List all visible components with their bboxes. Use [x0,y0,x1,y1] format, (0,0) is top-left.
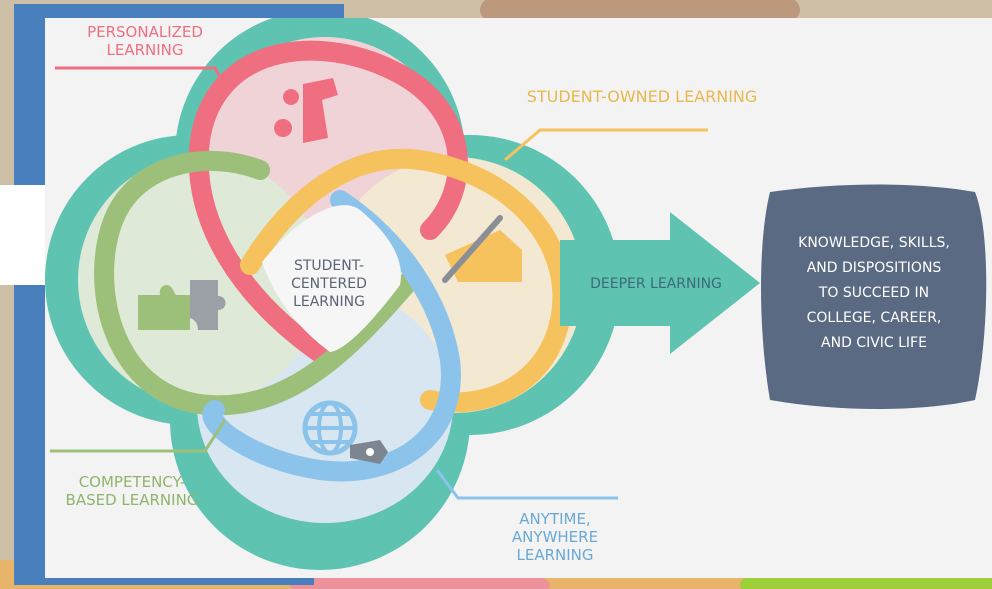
label-personalized-1: PERSONALIZED [87,23,203,41]
loop-anytime [202,190,461,482]
leader-line-competency [50,419,227,453]
outcome-text-5: AND CIVIC LIFE [821,335,927,351]
label-personalized-2: LEARNING [106,41,183,59]
label-center-2: CENTERED [291,276,367,292]
outcome-box [761,184,987,409]
outcome-text-3: TO SUCCEED IN [818,285,929,301]
label-competency-2: BASED LEARNING [66,491,199,509]
outcome-text-1: KNOWLEDGE, SKILLS, [798,235,950,251]
hand-pen-icon [442,215,522,283]
label-deeper: DEEPER LEARNING [590,276,722,292]
outcome-text-2: AND DISPOSITIONS [807,260,942,276]
label-center-3: LEARNING [293,294,365,310]
loop-student-owned [240,148,573,413]
outcome-text-4: COLLEGE, CAREER, [807,310,942,326]
label-competency-1: COMPETENCY- [79,473,186,491]
label-student-owned: STUDENT-OWNED LEARNING [527,87,758,106]
label-center-1: STUDENT- [294,258,364,274]
label-anytime-3: LEARNING [516,546,593,564]
label-anytime-1: ANYTIME, [519,510,590,528]
puzzle-icon [138,280,226,330]
leader-line-personalized [55,66,230,93]
loop-personalized [188,40,468,370]
globe-pin-icon [302,400,388,464]
deeper-learning-arrow [560,212,760,354]
label-anytime-2: ANYWHERE [512,528,598,546]
people-icon [274,78,338,143]
leader-line-student-owned [504,128,708,162]
blue-frame [14,18,47,584]
center-region [262,205,401,352]
loop-competency [94,150,420,416]
leader-line-anytime [435,469,618,500]
